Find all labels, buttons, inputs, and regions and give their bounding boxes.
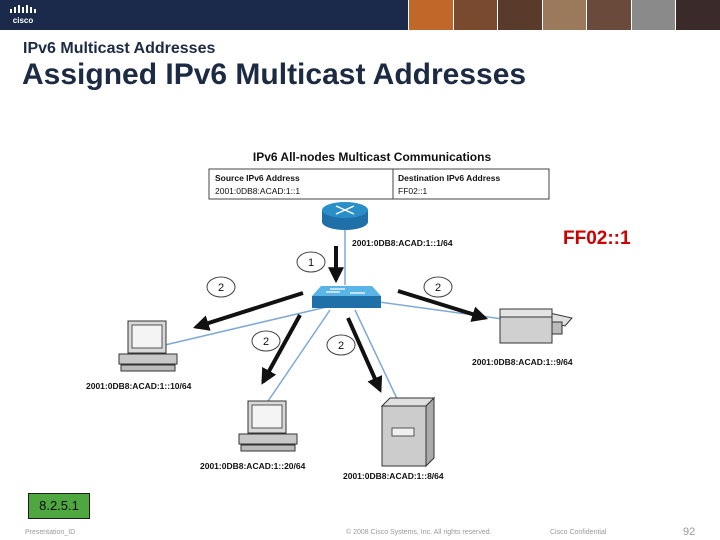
multicast-address-label: FF02::1	[563, 228, 631, 249]
slide-subtitle: IPv6 Multicast Addresses	[23, 40, 216, 57]
svg-text:2: 2	[338, 340, 344, 352]
section-badge: 8.2.5.1	[28, 493, 90, 519]
bottom-pc-address: 2001:0DB8:ACAD:1::20/64	[200, 461, 306, 471]
bottom-pc-icon	[238, 400, 298, 452]
step-bubble-printer: 2	[423, 276, 453, 298]
address-table	[208, 168, 550, 200]
link-lines	[164, 228, 511, 411]
diagram-title: IPv6 All-nodes Multicast Communications	[253, 150, 492, 164]
printer-icon	[499, 308, 573, 344]
svg-text:2: 2	[218, 282, 224, 294]
page-number: 92	[683, 526, 696, 538]
footer-confidential: Cisco Confidential	[550, 529, 607, 536]
slide-title: Assigned IPv6 Multicast Addresses	[22, 58, 527, 91]
svg-text:2: 2	[435, 282, 441, 294]
left-pc-address: 2001:0DB8:ACAD:1::10/64	[86, 381, 192, 391]
source-header: Source IPv6 Address	[215, 173, 300, 183]
footer-copyright: © 2008 Cisco Systems, Inc. All rights re…	[346, 529, 492, 536]
svg-text:2: 2	[263, 336, 269, 348]
server-address: 2001:0DB8:ACAD:1::8/64	[343, 471, 444, 481]
top-banner: cisco	[0, 0, 720, 30]
logo-text: cisco	[13, 16, 34, 25]
dest-header: Destination IPv6 Address	[398, 173, 500, 183]
footer-presentation-id: Presentation_ID	[25, 529, 76, 536]
step-bubble-router-switch: 1	[296, 251, 326, 273]
switch-icon	[312, 286, 381, 308]
router-icon	[322, 202, 368, 230]
dest-value: FF02::1	[398, 186, 428, 196]
printer-address: 2001:0DB8:ACAD:1::9/64	[472, 357, 573, 367]
left-pc-icon	[118, 320, 178, 372]
step-bubble-bottom-pc: 2	[251, 330, 281, 352]
router-address: 2001:0DB8:ACAD:1::1/64	[352, 238, 453, 248]
svg-text:1: 1	[308, 257, 314, 269]
photo-strip	[408, 0, 720, 30]
step-bubble-left-pc: 2	[206, 276, 236, 298]
cisco-logo: cisco	[10, 5, 36, 25]
step-bubble-server: 2	[326, 334, 356, 356]
source-value: 2001:0DB8:ACAD:1::1	[215, 186, 300, 196]
server-icon	[380, 396, 436, 468]
